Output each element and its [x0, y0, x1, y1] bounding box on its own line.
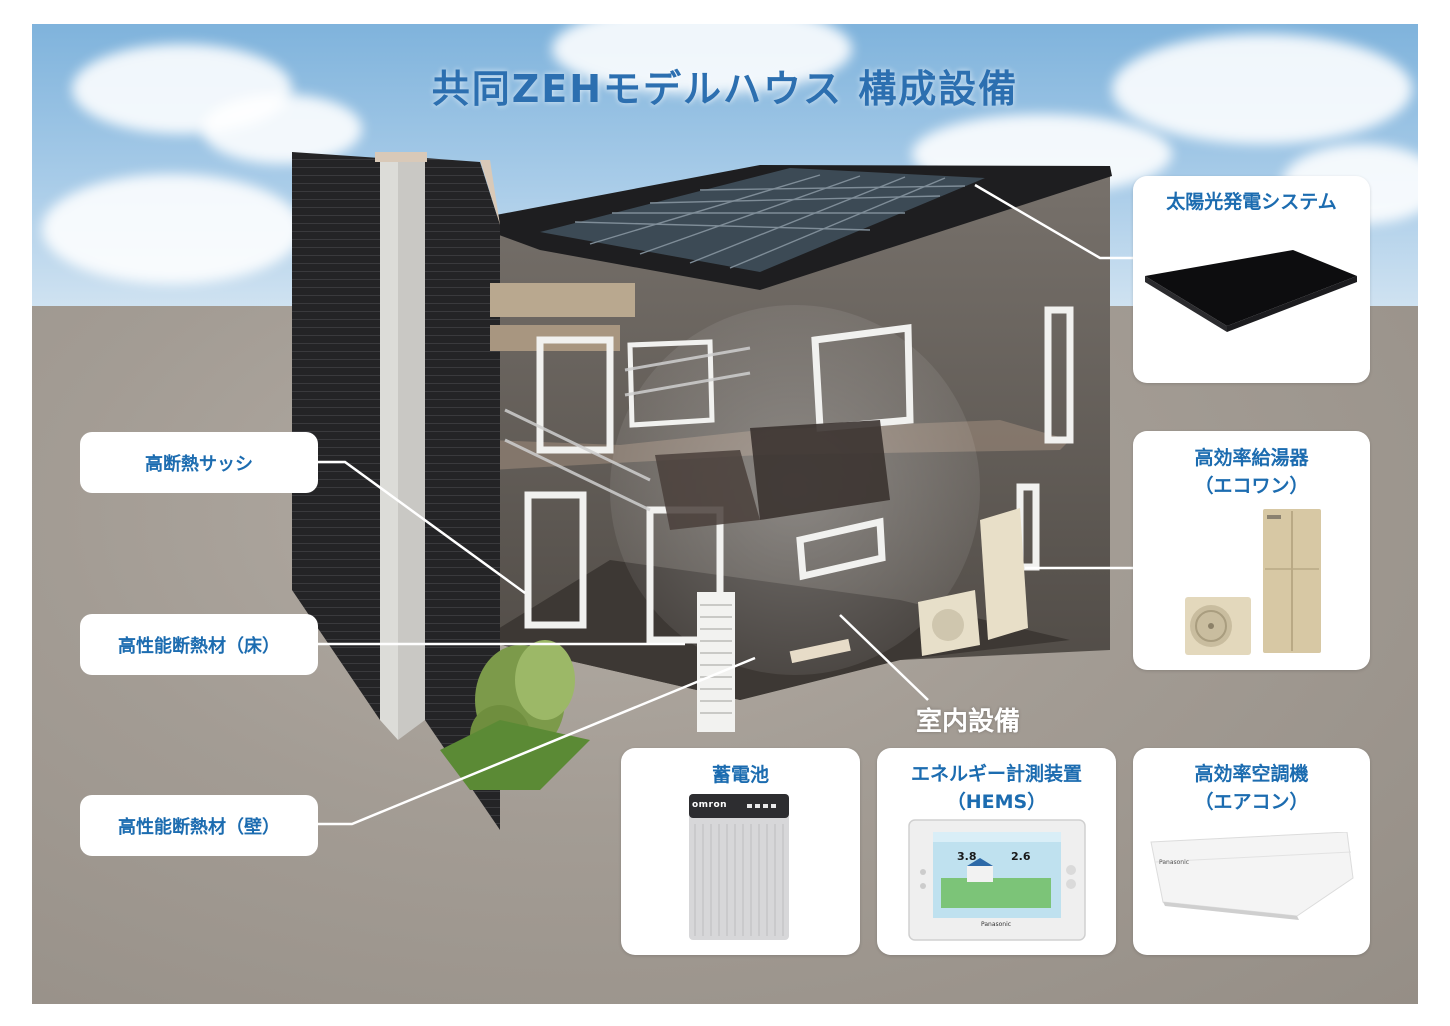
card-title-line1: エネルギー計測装置 [910, 763, 1082, 785]
label-high-insulation-sash: 高断熱サッシ [80, 432, 318, 493]
hems-reading-1: 3.8 [957, 850, 977, 863]
air-conditioner-image [1150, 832, 1354, 920]
hems-brand-logo: Panasonic [981, 921, 1012, 928]
louvered-shutter [697, 592, 735, 732]
kitchen-counter [750, 420, 890, 520]
card-air-conditioner: 高効率空調機 （エアコン） Panasonic [1133, 748, 1370, 955]
sash-left [524, 491, 587, 629]
dining-table [655, 450, 760, 530]
solar-panel-image [1145, 250, 1357, 332]
battery-brand-logo: omron [692, 800, 728, 810]
left-wall-side [398, 156, 425, 740]
label-floor-insulation: 高性能断熱材（床） [80, 614, 318, 675]
storage-battery-image [689, 794, 789, 940]
page-title: 共同ZEHモデルハウス 構成設備 [431, 67, 1019, 111]
card-title-line2: （エアコン） [1194, 791, 1309, 813]
card-hems: エネルギー計測装置 （HEMS） 3.8 2.6 Panasonic [877, 748, 1116, 955]
window-center-1 [811, 324, 914, 432]
card-title-line1: 高効率給湯器 [1194, 447, 1309, 469]
aircon-brand-logo: Panasonic [1159, 859, 1190, 866]
label-text: 高断熱サッシ [145, 453, 253, 475]
card-title-line1: 高効率空調機 [1194, 763, 1309, 785]
sky-background [32, 24, 1418, 306]
water-heater-image [1185, 509, 1321, 655]
label-text: 高性能断熱材（壁） [118, 816, 280, 838]
window-center-2 [627, 339, 715, 428]
card-storage-battery: 蓄電池 omron [621, 748, 860, 955]
card-title: 蓄電池 [711, 764, 769, 786]
roof-solar-panels [540, 168, 985, 272]
label-text: 高性能断熱材（床） [118, 635, 280, 657]
window-upper-left [536, 336, 614, 454]
indoor-equipment-label: 室内設備 [916, 707, 1021, 737]
label-wall-insulation: 高性能断熱材（壁） [80, 795, 318, 856]
wall-top-trim [375, 152, 427, 162]
card-water-heater: 高効率給湯器 （エコワン） [1133, 431, 1370, 670]
card-title-line2: （HEMS） [946, 791, 1047, 813]
left-wall-white-strip [380, 156, 398, 740]
window-mid [796, 517, 886, 581]
water-heater-tank [980, 508, 1028, 640]
card-title-line2: （エコワン） [1194, 475, 1309, 497]
beam-1 [490, 283, 635, 317]
card-title: 太陽光発電システム [1166, 191, 1337, 213]
card-solar-power: 太陽光発電システム [1133, 176, 1370, 383]
window-right [1044, 306, 1074, 444]
floor-vent [789, 638, 851, 664]
hems-reading-2: 2.6 [1011, 850, 1031, 863]
front-wall-strip [480, 160, 500, 225]
hems-monitor-image [908, 819, 1086, 941]
